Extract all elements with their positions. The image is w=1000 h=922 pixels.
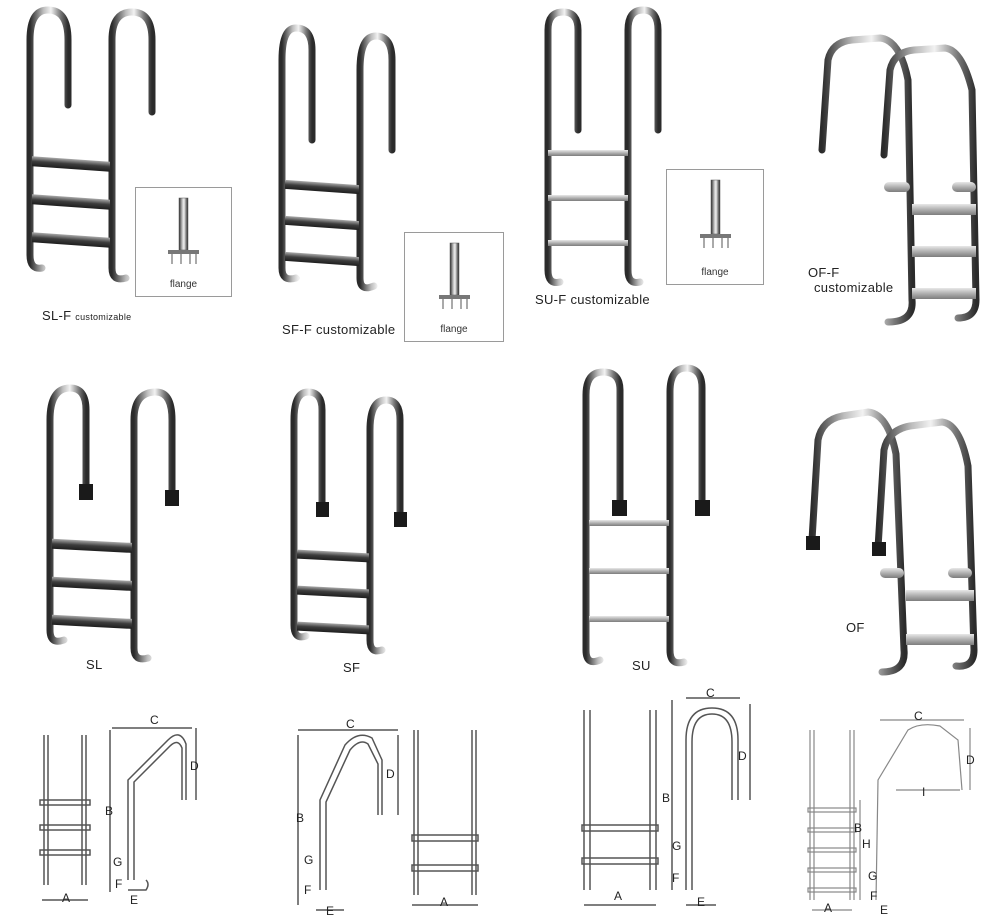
dim-label-g-sf: G <box>304 853 313 867</box>
dim-label-a-su: A <box>614 889 622 903</box>
ladder-suf <box>544 6 662 286</box>
model-label-slf: SL-F customizable <box>42 308 131 323</box>
flange-caption: flange <box>701 267 729 278</box>
model-label-slf-sub: customizable <box>75 312 132 322</box>
ladder-off <box>818 34 980 326</box>
dim-label-d-sf: D <box>386 767 395 781</box>
flange-caption: flange <box>440 324 468 335</box>
ladder-sl <box>46 384 179 663</box>
model-label-sf: SF <box>343 660 361 675</box>
dim-label-d: D <box>190 759 199 773</box>
dim-label-a-of: A <box>824 901 832 915</box>
dim-label-e-su: E <box>697 895 705 909</box>
ladder-sff <box>278 24 396 292</box>
model-label-sff: SF-F customizable <box>282 322 396 337</box>
flange-caption: flange <box>169 279 198 290</box>
flange-icon <box>700 179 731 248</box>
drawing-of <box>807 719 971 911</box>
dim-label-c-sf: C <box>346 717 355 731</box>
model-label-off-line1: OF-F <box>808 265 840 280</box>
dim-label-g: G <box>113 855 122 869</box>
dim-label-c: C <box>150 713 159 727</box>
flange-icon <box>168 197 199 264</box>
flange-inset-suf: flange <box>666 169 764 285</box>
dim-label-b-sf: B <box>296 811 304 825</box>
dim-label-c-of: C <box>914 709 923 723</box>
dim-label-f-of: F <box>870 889 877 903</box>
dim-label-f: F <box>115 877 122 891</box>
flange-inset-slf: flange <box>135 187 232 297</box>
dim-label-e: E <box>130 893 138 907</box>
flange-icon <box>439 242 470 309</box>
ladder-su <box>582 364 710 667</box>
dim-label-d-su: D <box>738 749 747 763</box>
model-label-su: SU <box>632 658 651 673</box>
dim-label-d-of: D <box>966 753 975 767</box>
dim-label-h-of: H <box>862 837 871 851</box>
drawing-sf <box>297 729 479 911</box>
model-label-slf-main: SL-F <box>42 308 72 323</box>
drawing-sl <box>39 727 197 901</box>
dim-label-e-of: E <box>880 903 888 917</box>
model-label-sl: SL <box>86 657 103 672</box>
dim-label-f-su: F <box>672 871 679 885</box>
ladder-slf <box>26 6 156 283</box>
flange-inset-sff: flange <box>404 232 504 342</box>
dim-label-a: A <box>62 891 70 905</box>
dim-label-a-sf: A <box>440 895 448 909</box>
model-label-off-line2: customizable <box>814 280 894 295</box>
dim-label-c-su: C <box>706 686 715 700</box>
drawing-su <box>581 697 751 906</box>
dim-label-b: B <box>105 804 113 818</box>
dim-label-g-of: G <box>868 869 877 883</box>
dim-label-i-of: I <box>922 785 925 799</box>
model-label-of: OF <box>846 620 865 635</box>
dim-label-f-sf: F <box>304 883 311 897</box>
model-label-suf: SU-F customizable <box>535 292 650 307</box>
dim-label-g-su: G <box>672 839 681 853</box>
ladder-of <box>806 408 978 676</box>
ladder-sf <box>290 388 407 655</box>
dim-label-b-of: B <box>854 821 862 835</box>
dim-label-e-sf: E <box>326 904 334 918</box>
dim-label-b-su: B <box>662 791 670 805</box>
